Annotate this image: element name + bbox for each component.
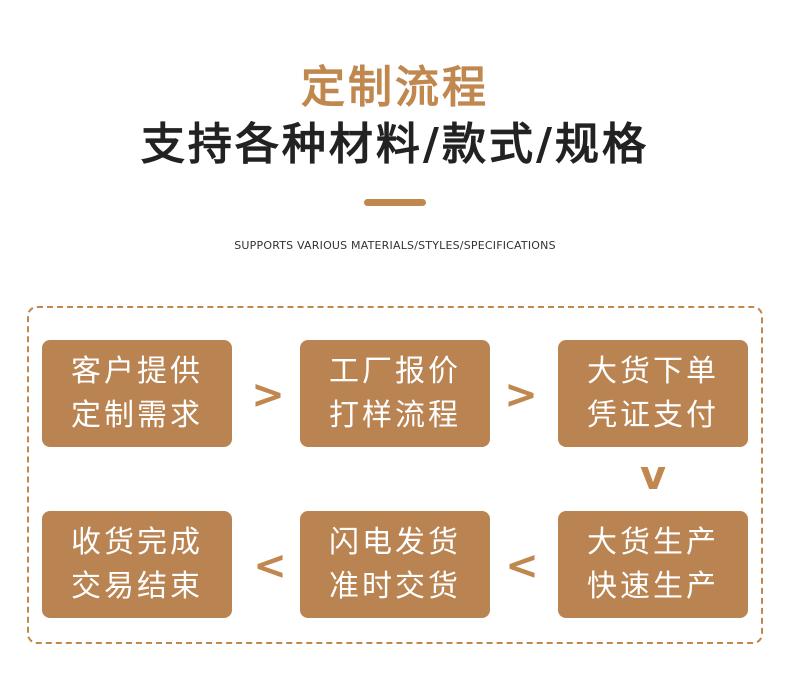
step-bulk-production: 大货生产 快速生产	[558, 511, 748, 618]
step-line: 准时交货	[329, 568, 461, 604]
arrow-right-icon: >	[504, 372, 538, 418]
step-line: 大货下单	[587, 353, 719, 389]
step-line: 客户提供	[71, 353, 203, 389]
step-transaction-complete: 收货完成 交易结束	[42, 511, 232, 618]
step-line: 闪电发货	[329, 524, 461, 560]
step-customer-request: 客户提供 定制需求	[42, 340, 232, 447]
step-line: 快速生产	[587, 568, 719, 604]
step-line: 工厂报价	[329, 353, 461, 389]
page-subtitle: 支持各种材料/款式/规格	[140, 119, 650, 170]
arrow-down-icon: v	[639, 453, 667, 499]
step-line: 大货生产	[587, 524, 719, 560]
english-caption: SUPPORTS VARIOUS MATERIALS/STYLES/SPECIF…	[234, 239, 556, 252]
step-bulk-order: 大货下单 凭证支付	[558, 340, 748, 447]
step-line: 凭证支付	[587, 397, 719, 433]
step-line: 打样流程	[329, 397, 461, 433]
process-frame	[27, 306, 763, 644]
page-title: 定制流程	[301, 62, 489, 113]
arrow-left-icon: <	[505, 543, 539, 589]
step-factory-quote: 工厂报价 打样流程	[300, 340, 490, 447]
step-line: 交易结束	[71, 568, 203, 604]
title-divider	[364, 199, 426, 206]
step-line: 收货完成	[71, 524, 203, 560]
arrow-left-icon: <	[253, 543, 287, 589]
step-line: 定制需求	[71, 397, 203, 433]
step-fast-shipping: 闪电发货 准时交货	[300, 511, 490, 618]
arrow-right-icon: >	[251, 372, 285, 418]
